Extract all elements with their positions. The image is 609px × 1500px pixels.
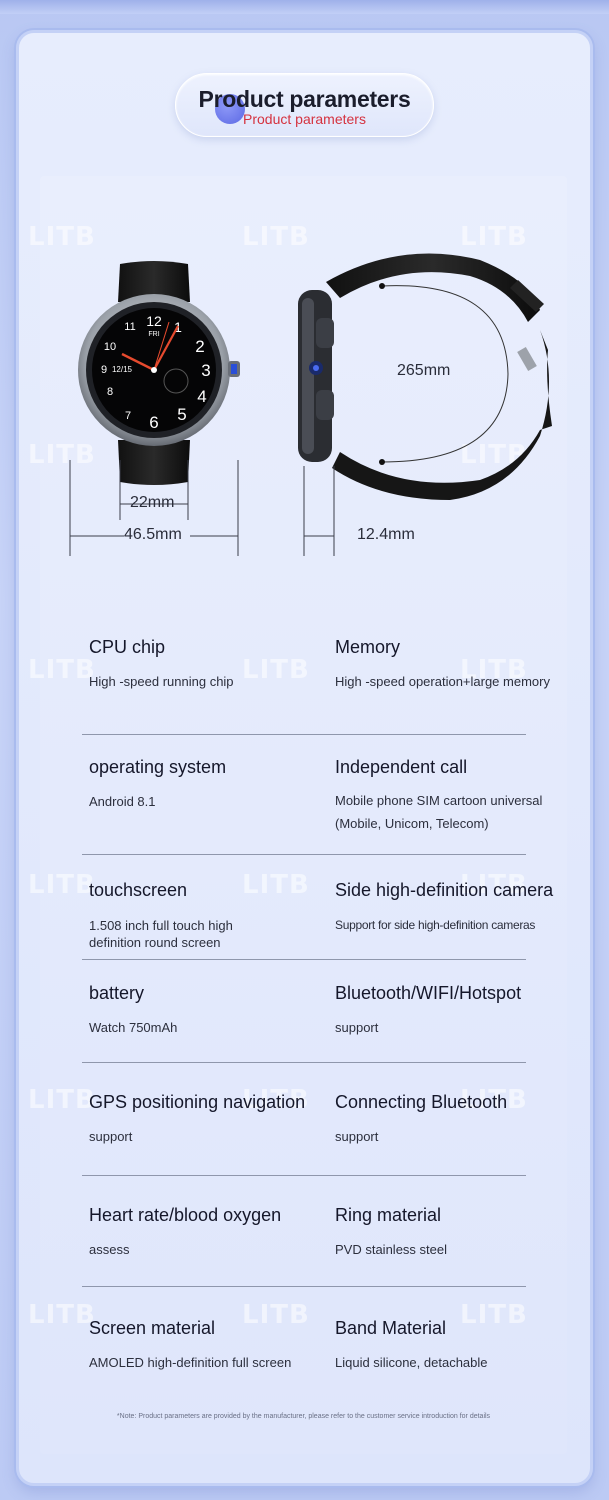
dial-numeral: 12 bbox=[146, 313, 162, 329]
spec-desc: PVD stainless steel bbox=[335, 1242, 447, 1257]
watermark-logo: LITB bbox=[28, 440, 96, 470]
footnote: *Note: Product parameters are provided b… bbox=[116, 1413, 491, 1420]
dial-numeral: 7 bbox=[125, 410, 131, 422]
decorative-dot-icon bbox=[215, 94, 245, 124]
spec-title: GPS positioning navigation bbox=[89, 1092, 306, 1112]
watermark-logo: LITB bbox=[460, 1300, 528, 1330]
watermark-logo: LITB bbox=[460, 870, 528, 900]
spec-desc: AMOLED high-definition full screen bbox=[89, 1355, 292, 1370]
dial-numeral: 9 bbox=[101, 364, 107, 376]
spec-desc: Mobile phone SIM cartoon universal bbox=[335, 793, 543, 808]
watermark-logo: LITB bbox=[242, 655, 310, 685]
watermark-logo: LITB bbox=[242, 1300, 310, 1330]
row-divider bbox=[82, 1062, 526, 1063]
spec-title: operating system bbox=[89, 757, 227, 777]
spec-title: CPU chip bbox=[89, 637, 166, 657]
row-divider bbox=[82, 1286, 526, 1287]
dial-numeral: 8 bbox=[107, 386, 113, 398]
spec-title: Memory bbox=[335, 637, 401, 657]
dial-numeral: 5 bbox=[177, 405, 186, 424]
spec-desc: support bbox=[335, 1129, 379, 1144]
dial-day: FRI bbox=[148, 331, 159, 338]
watermark-logo: LITB bbox=[460, 222, 528, 252]
watch-product-figure: 12 1 2 3 4 5 6 7 8 9 10 11 FRI 12/15 bbox=[69, 253, 552, 556]
spec-title: Connecting Bluetooth bbox=[335, 1092, 508, 1112]
strap-length-label: 265mm bbox=[397, 362, 451, 379]
dial-numeral: 6 bbox=[149, 413, 158, 432]
spec-desc: definition round screen bbox=[89, 935, 221, 950]
spec-title: touchscreen bbox=[89, 880, 188, 900]
spec-desc: (Mobile, Unicom, Telecom) bbox=[335, 816, 489, 831]
watermark-logo: LITB bbox=[460, 1085, 528, 1115]
spec-title: Band Material bbox=[335, 1318, 447, 1338]
watermark-logo: LITB bbox=[28, 1085, 96, 1115]
dial-date: 12/15 bbox=[112, 365, 133, 374]
spec-desc: High -speed running chip bbox=[89, 674, 234, 689]
header-subtitle: Product parameters bbox=[243, 111, 366, 127]
row-divider bbox=[82, 1175, 526, 1176]
row-divider bbox=[82, 959, 526, 960]
spec-title: Bluetooth/WIFI/Hotspot bbox=[335, 983, 522, 1003]
spec-title: Independent call bbox=[335, 757, 468, 777]
watermark-logo: LITB bbox=[28, 655, 96, 685]
watch-front-icon: 12 1 2 3 4 5 6 7 8 9 10 11 FRI 12/15 bbox=[78, 261, 240, 485]
spec-title: Heart rate/blood oxygen bbox=[89, 1205, 282, 1225]
watermark-logo: LITB bbox=[28, 1300, 96, 1330]
spec-title: Ring material bbox=[335, 1205, 442, 1225]
top-strip bbox=[0, 0, 609, 14]
spec-desc: support bbox=[89, 1129, 133, 1144]
header-title: Product parameters bbox=[198, 86, 411, 112]
watermark-logo: LITB bbox=[242, 1085, 310, 1115]
spec-desc: Watch 750mAh bbox=[89, 1020, 178, 1035]
dimension-lines bbox=[69, 460, 335, 556]
dial-numeral: 4 bbox=[197, 387, 206, 406]
watermark-logo: LITB bbox=[242, 870, 310, 900]
band-width-label: 22mm bbox=[130, 494, 175, 511]
dial-numeral: 3 bbox=[201, 361, 210, 380]
spec-title: battery bbox=[89, 983, 145, 1003]
spec-desc: Support for side high-definition cameras bbox=[335, 918, 536, 932]
watermark-logo: LITB bbox=[28, 222, 96, 252]
watermark-logo: LITB bbox=[460, 655, 528, 685]
spec-desc: Android 8.1 bbox=[89, 794, 156, 809]
spec-desc: support bbox=[335, 1020, 379, 1035]
thickness-label: 12.4mm bbox=[357, 526, 415, 543]
spec-desc: Liquid silicone, detachable bbox=[335, 1355, 488, 1370]
dial-numeral: 10 bbox=[104, 341, 116, 353]
watermark-logo: LITB bbox=[242, 222, 310, 252]
watermark-logo: LITB bbox=[28, 870, 96, 900]
watch-side-icon bbox=[298, 253, 552, 500]
row-divider bbox=[82, 854, 526, 855]
spec-desc: 1.508 inch full touch high bbox=[89, 918, 233, 933]
spec-title: Screen material bbox=[89, 1318, 216, 1338]
row-divider bbox=[82, 734, 526, 735]
spec-desc: assess bbox=[89, 1242, 130, 1257]
spec-desc: High -speed operation+large memory bbox=[335, 674, 550, 689]
case-width-label: 46.5mm bbox=[124, 526, 182, 543]
spec-title: Side high-definition camera bbox=[335, 880, 554, 900]
dial-numeral: 2 bbox=[195, 337, 204, 356]
dial-numeral: 11 bbox=[124, 321, 135, 333]
